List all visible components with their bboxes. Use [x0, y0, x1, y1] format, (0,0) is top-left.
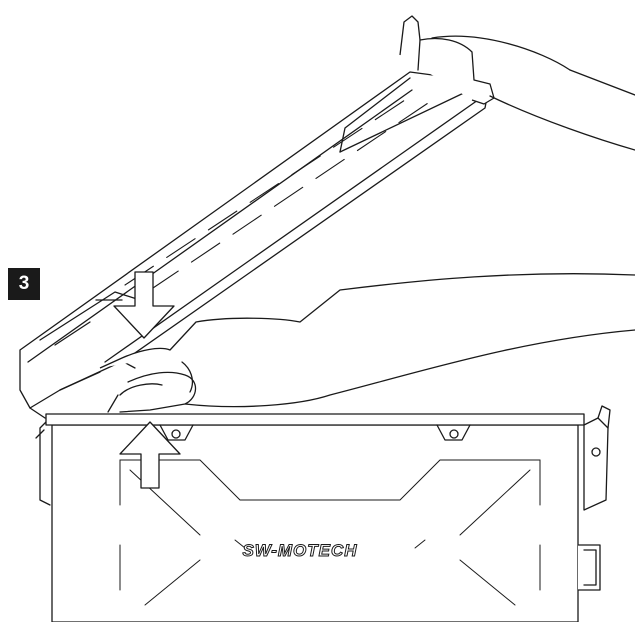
lift-up-arrow [119, 421, 181, 489]
step-number-badge: 3 [8, 268, 40, 300]
lower-hand [99, 273, 635, 413]
case-lid [19, 71, 489, 419]
upper-hand [399, 15, 635, 151]
brand-logo-text: SW-MOTECH [242, 541, 357, 560]
case-body [35, 405, 611, 623]
press-down-arrow [113, 271, 175, 339]
